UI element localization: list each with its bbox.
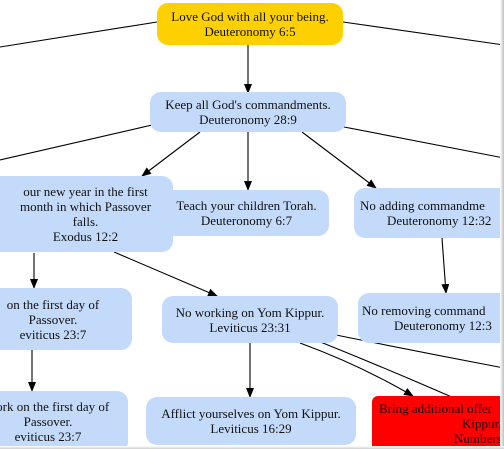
node-love-god-text: Love God with all your being. bbox=[171, 9, 329, 24]
node-afflict-yourselves-text: Afflict yourselves on Yom Kippur. bbox=[161, 406, 341, 421]
node-first-day-passover-text-2: Passover. bbox=[28, 311, 78, 327]
node-additional-offering-ref: Numbers 2 bbox=[454, 431, 504, 446]
node-teach-torah-ref: Deuteronomy 6:7 bbox=[200, 213, 293, 228]
node-teach-torah-text: Teach your children Torah. bbox=[176, 198, 317, 213]
node-no-adding[interactable]: No adding commandme Deuteronomy 12:32 bbox=[354, 188, 504, 238]
edge-new-year-to-no-working bbox=[113, 251, 218, 297]
edge-keep-offscreen-left bbox=[0, 124, 153, 161]
node-no-working-yom-kippur-text: No working on Yom Kippur. bbox=[175, 304, 325, 320]
node-new-year-text-3: falls. bbox=[72, 214, 99, 229]
node-first-day-passover-text-1: on the first day of bbox=[6, 296, 100, 312]
node-no-working-yom-kippur-ref: Leviticus 23:31 bbox=[209, 319, 291, 335]
node-additional-offering-text-2: Kippur. bbox=[462, 416, 502, 431]
window-bottom-border bbox=[0, 446, 504, 449]
edge-no-working-offscreen-right bbox=[335, 334, 504, 369]
node-afflict-yourselves[interactable]: Afflict yourselves on Yom Kippur. Leviti… bbox=[146, 397, 356, 445]
node-keep-commandments[interactable]: Keep all God's commandments. Deuteronomy… bbox=[150, 92, 346, 132]
window-right-border bbox=[500, 0, 504, 449]
node-no-adding-ref: Deuteronomy 12:32 bbox=[387, 213, 492, 228]
node-keep-commandments-text: Keep all God's commandments. bbox=[165, 97, 331, 112]
node-no-removing-text: No removing command bbox=[362, 303, 486, 318]
edge-no-working-to-offering bbox=[299, 342, 414, 397]
node-love-god[interactable]: Love God with all your being. Deuteronom… bbox=[157, 3, 343, 45]
node-no-work-first-day[interactable]: work on the first day of Passover. eviti… bbox=[0, 391, 128, 449]
node-new-year-text-2: month in which Passover bbox=[19, 199, 152, 214]
node-no-removing-ref: Deuteronomy 12:3 bbox=[394, 318, 492, 333]
node-no-work-first-day-ref: eviticus 23:7 bbox=[14, 429, 82, 444]
edge-root-offscreen-left bbox=[0, 21, 158, 48]
edge-no-adding-to-no-removing bbox=[441, 237, 450, 294]
node-no-work-first-day-text-2: Passover. bbox=[23, 414, 73, 429]
node-no-work-first-day-text-1: work on the first day of bbox=[0, 399, 110, 414]
edge-keep-to-new-year bbox=[141, 131, 201, 177]
node-keep-commandments-ref: Deuteronomy 28:9 bbox=[199, 112, 297, 127]
node-teach-torah[interactable]: Teach your children Torah. Deuteronomy 6… bbox=[164, 190, 329, 236]
node-new-year-ref: Exodus 12:2 bbox=[52, 229, 119, 244]
node-first-day-passover[interactable]: on the first day of Passover. eviticus 2… bbox=[0, 288, 132, 350]
node-no-removing[interactable]: No removing command Deuteronomy 12:3 bbox=[358, 293, 504, 343]
edge-keep-offscreen-right bbox=[343, 126, 504, 159]
node-first-day-passover-ref: eviticus 23:7 bbox=[19, 326, 87, 342]
node-additional-offering-text-1: Bring additional offer bbox=[379, 401, 493, 416]
node-no-working-yom-kippur[interactable]: No working on Yom Kippur. Leviticus 23:3… bbox=[162, 296, 338, 343]
node-no-adding-text: No adding commandme bbox=[360, 198, 485, 213]
edge-root-offscreen-right bbox=[342, 21, 504, 46]
node-love-god-ref: Deuteronomy 6:5 bbox=[204, 24, 296, 39]
node-new-year-text-1: our new year in the first bbox=[23, 184, 148, 199]
node-new-year[interactable]: our new year in the first month in which… bbox=[0, 176, 173, 252]
edge-keep-to-no-adding bbox=[301, 131, 377, 189]
node-afflict-yourselves-ref: Leviticus 16:29 bbox=[210, 421, 292, 436]
node-additional-offering[interactable]: Bring additional offer Kippur. Numbers 2 bbox=[372, 396, 504, 449]
